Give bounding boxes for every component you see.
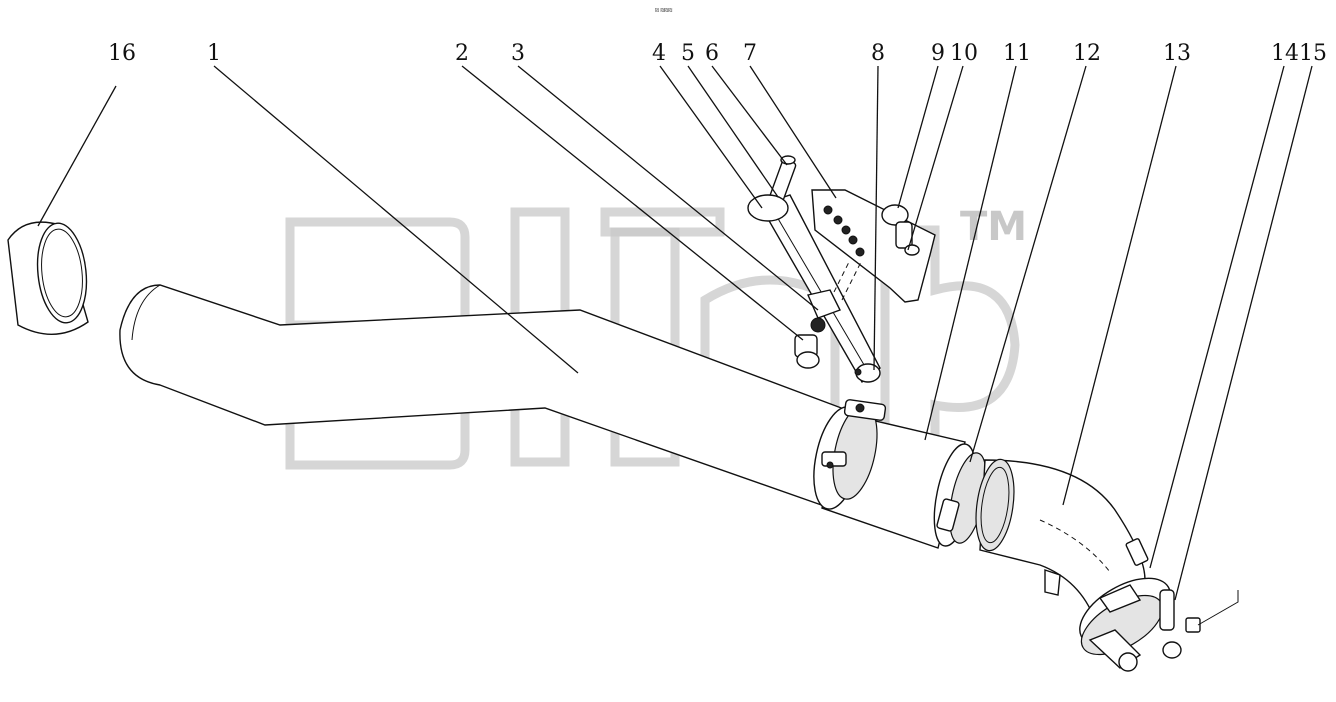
callout-6: 6 <box>705 41 719 66</box>
part-1-pipe <box>119 284 861 509</box>
callout-13: 13 <box>1163 41 1191 66</box>
leader-lines <box>37 65 1313 601</box>
watermark-trademark: TM <box>960 204 1027 250</box>
callout-14: 14 <box>1271 41 1299 66</box>
callout-2: 2 <box>455 41 469 66</box>
callout-labels: 16 1 2 3 4 5 6 7 8 9 10 11 12 13 14 15 <box>108 41 1327 66</box>
callout-7: 7 <box>743 41 757 66</box>
callout-11: 11 <box>1003 41 1031 66</box>
callout-16: 16 <box>108 41 136 66</box>
part-13-end-clamp <box>1079 538 1239 672</box>
callout-12: 12 <box>1073 41 1101 66</box>
bracket-assembly <box>747 155 936 384</box>
callout-5: 5 <box>681 41 695 66</box>
tiny-header-label: ₪ ₪₪₪ <box>655 8 672 14</box>
callout-15: 15 <box>1299 41 1327 66</box>
callout-4: 4 <box>652 41 666 66</box>
part-11-connector <box>813 399 987 549</box>
part-16-sleeve <box>7 221 89 335</box>
part-12-elbow <box>975 458 1146 622</box>
callout-1: 1 <box>207 41 221 66</box>
callout-3: 3 <box>511 41 525 66</box>
callout-8: 8 <box>871 41 885 66</box>
callout-10: 10 <box>950 41 978 66</box>
callout-9: 9 <box>931 41 945 66</box>
